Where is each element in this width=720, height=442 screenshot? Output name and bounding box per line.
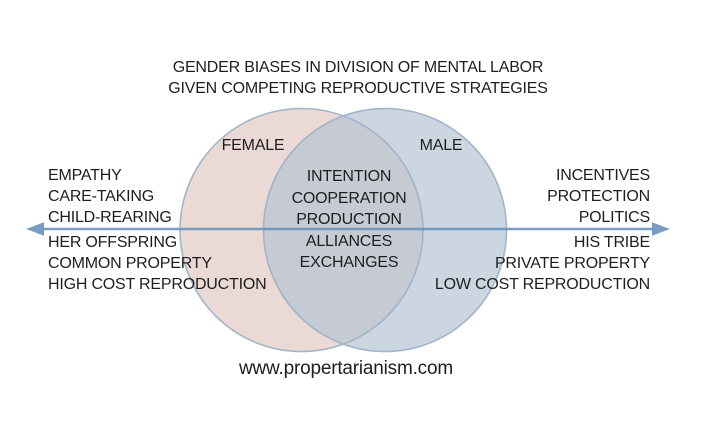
male-circle-label: MALE	[419, 137, 463, 154]
title-line-2: GIVEN COMPETING REPRODUCTIVE STRATEGIES	[168, 80, 548, 97]
female-trait-item: HIGH COST REPRODUCTION	[48, 276, 267, 293]
male-trait-item: LOW COST REPRODUCTION	[434, 276, 650, 293]
male-trait-item: HIS TRIBE	[573, 234, 650, 251]
diagram-title: GENDER BIASES IN DIVISION OF MENTAL LABO…	[0, 57, 716, 99]
intersection-item: EXCHANGES	[299, 254, 399, 271]
intersection-list: INTENTION COOPERATION PRODUCTION ALLIANC…	[292, 166, 407, 274]
female-trait-item: HER OFFSPRING	[48, 234, 177, 251]
title-line-1: GENDER BIASES IN DIVISION OF MENTAL LABO…	[172, 59, 544, 76]
female-trait-item: EMPATHY	[48, 167, 122, 184]
male-trait-item: INCENTIVES	[555, 167, 650, 184]
right-arrowhead-icon	[652, 222, 670, 236]
male-traits-list: INCENTIVES PROTECTION POLITICS HIS TRIBE…	[435, 165, 650, 295]
left-arrowhead-icon	[26, 222, 44, 236]
intersection-item: PRODUCTION	[296, 211, 402, 228]
intersection-item: INTENTION	[306, 168, 392, 185]
male-trait-item: PROTECTION	[547, 188, 650, 205]
female-trait-item: CARE-TAKING	[48, 188, 154, 205]
intersection-item: ALLIANCES	[305, 232, 393, 250]
axis-arrow	[26, 222, 670, 236]
female-circle-label: FEMALE	[221, 137, 285, 154]
intersection-item: COOPERATION	[291, 189, 407, 207]
female-traits-list: EMPATHY CARE-TAKING CHILD-REARING HER OF…	[48, 165, 267, 295]
male-trait-item: POLITICS	[578, 209, 651, 226]
female-trait-item: COMMON PROPERTY	[48, 255, 212, 272]
male-trait-item: PRIVATE PROPERTY	[494, 255, 650, 272]
website-url: www.propertarianism.com	[239, 358, 453, 379]
female-trait-item: CHILD-REARING	[48, 209, 172, 226]
